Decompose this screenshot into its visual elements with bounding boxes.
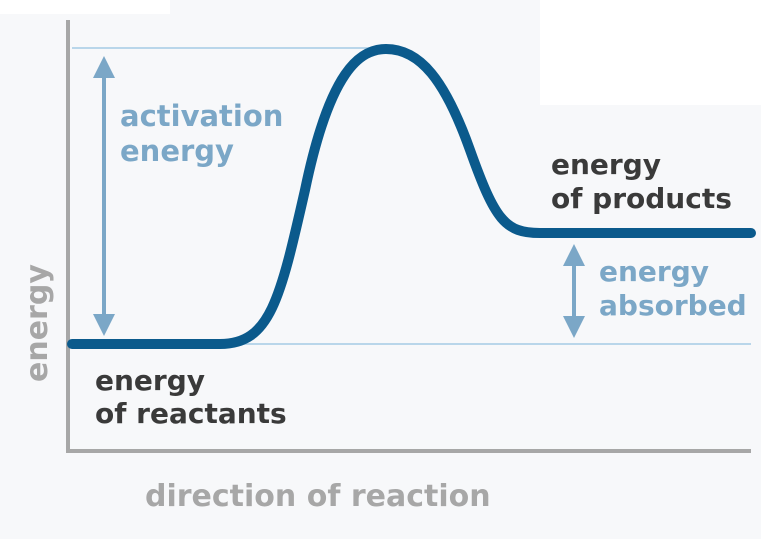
energy-of-reactants-label-line2: of reactants <box>95 397 287 430</box>
reaction-curve <box>67 44 756 349</box>
activation-energy-arrow <box>93 56 115 336</box>
top-left-white-patch <box>0 0 170 14</box>
energy-absorbed-arrow <box>563 244 585 338</box>
energy-absorbed-label-line1: energy <box>599 255 709 288</box>
top-right-white-patch <box>540 0 761 105</box>
energy-of-products-label-line2: of products <box>551 182 732 215</box>
y-axis-label: energy <box>20 264 55 382</box>
x-axis-label: direction of reaction <box>145 479 491 514</box>
energy-absorbed-label-line2: absorbed <box>599 289 747 322</box>
axes-lines <box>66 20 751 453</box>
energy-of-reactants-label-line1: energy <box>95 364 205 397</box>
activation-energy-label-line2: energy <box>120 134 234 168</box>
energy-of-products-label-line1: energy <box>551 148 661 181</box>
activation-energy-label-line1: activation <box>120 99 283 133</box>
